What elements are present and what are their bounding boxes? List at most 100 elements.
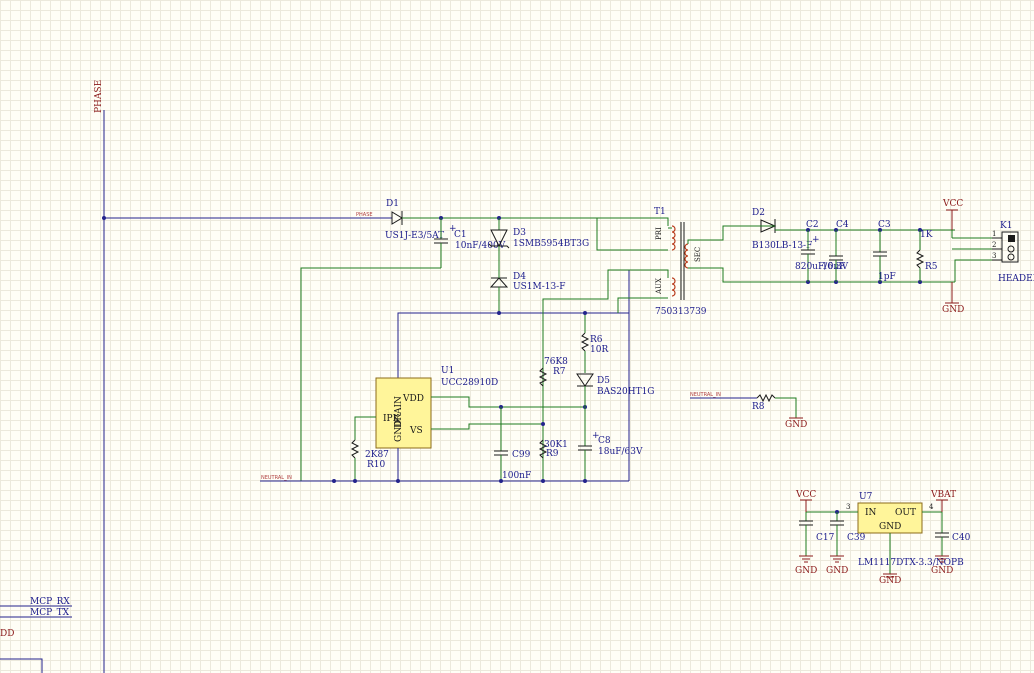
mcp-rx-net[interactable]: MCP_RX xyxy=(0,597,72,607)
u7-ref: U7 xyxy=(859,492,873,502)
u1-ref: U1 xyxy=(441,366,454,376)
u7-pin-3: 3 xyxy=(846,503,850,511)
d1-ref: D1 xyxy=(386,199,399,209)
c99-ref: C99 xyxy=(512,450,531,460)
d1-value: US1J-E3/5AT xyxy=(385,231,444,241)
gnd-power-port-5[interactable]: GND xyxy=(879,573,901,586)
neutral-in-label: NEUTRAL_IN xyxy=(690,392,721,398)
transformer-t1[interactable]: T1 PRI SEC AUX 750313739 xyxy=(596,207,707,317)
header-k1[interactable]: K1 1 2 3 HEADER xyxy=(992,221,1034,284)
t1-ref: T1 xyxy=(654,207,666,217)
resistor-r9[interactable]: 30K1 R9 xyxy=(538,439,568,459)
c4-value: 10uF xyxy=(822,262,846,272)
u1-body xyxy=(375,377,432,449)
d4-value: US1M-13-F xyxy=(513,282,565,292)
d3-ref: D3 xyxy=(513,228,526,238)
gnd-power-port-2[interactable]: GND xyxy=(785,417,807,430)
k1-value: HEADER xyxy=(998,274,1034,284)
capacitor-c40[interactable]: C40 xyxy=(935,512,971,556)
c4-ref: C4 xyxy=(836,220,849,230)
svg-text:+: + xyxy=(449,224,457,234)
svg-text:VCC: VCC xyxy=(795,490,816,500)
k1-pin-1: 1 xyxy=(992,230,996,238)
vdd-net[interactable]: DD xyxy=(0,629,43,673)
c99-value: 100nF xyxy=(502,471,531,481)
capacitor-c39[interactable]: C39 xyxy=(830,512,866,556)
c8-ref: C8 xyxy=(598,436,611,446)
u1-value: UCC28910D xyxy=(441,378,498,388)
ic-u1[interactable]: U1 UCC28910D VDD DRAIN IPK GND VS xyxy=(375,366,498,449)
gnd-power-port-3[interactable]: GND xyxy=(795,555,817,576)
phase-small-label: PHASE xyxy=(356,212,373,218)
resistor-r8[interactable]: NEUTRAL_IN R8 xyxy=(690,392,797,418)
r10-value: 2K87 xyxy=(365,450,389,460)
ic-u7[interactable]: U7 IN OUT GND 3 4 LM1117DTX-3.3/NOPB xyxy=(846,492,964,568)
r10-ref: R10 xyxy=(367,460,386,470)
r5-ref: R5 xyxy=(925,262,938,272)
vdd-label: DD xyxy=(0,629,14,639)
resistor-r5[interactable]: 1K R5 xyxy=(915,230,938,282)
diode-d4[interactable]: D4 US1M-13-F xyxy=(489,272,565,313)
u7-value: LM1117DTX-3.3/NOPB xyxy=(858,558,964,568)
phase-net-label: PHASE xyxy=(94,80,104,113)
vcc-label: VCC xyxy=(942,199,963,209)
svg-text:GND: GND xyxy=(785,420,807,430)
vcc-power-port-2[interactable]: VCC xyxy=(795,490,816,512)
u7-body xyxy=(857,502,923,534)
r8-ref: R8 xyxy=(752,402,765,412)
c3-value: 1pF xyxy=(878,272,896,282)
c1-ref: C1 xyxy=(454,230,467,240)
svg-text:+: + xyxy=(592,431,600,441)
u7-pin-4: 4 xyxy=(929,503,934,511)
d5-value: BAS20HT1G xyxy=(597,387,655,397)
diode-d1[interactable]: D1 US1J-E3/5AT xyxy=(385,199,444,241)
c2-ref: C2 xyxy=(806,220,819,230)
d2-value: B130LB-13-F xyxy=(752,241,812,251)
capacitor-c1[interactable]: + C1 10nF/400V xyxy=(434,218,506,268)
resistor-r6[interactable]: R6 10R xyxy=(580,313,608,373)
t1-sec: SEC xyxy=(694,247,702,262)
r5-value: 1K xyxy=(920,230,933,240)
u1-pin-ipk: IPK xyxy=(383,414,400,424)
c39-ref: C39 xyxy=(847,533,866,543)
c3-ref: C3 xyxy=(878,220,891,230)
diode-d5[interactable]: D5 BAS20HT1G xyxy=(576,373,655,407)
d2-ref: D2 xyxy=(752,208,765,218)
vbat-power-port[interactable]: VBAT xyxy=(930,490,956,512)
u1-pin-drain: DRAIN xyxy=(394,396,404,428)
capacitor-c17[interactable]: C17 xyxy=(799,512,835,556)
gnd-power-port-1[interactable]: GND xyxy=(942,302,964,315)
k1-pin-3: 3 xyxy=(992,252,996,260)
u1-pin-vdd: VDD xyxy=(402,394,424,404)
r6-ref: R6 xyxy=(590,335,603,345)
capacitor-c99[interactable]: C99 100nF xyxy=(494,407,531,481)
capacitor-c2[interactable]: + C2 820uF/6.3V xyxy=(795,220,849,282)
u7-pin-out: OUT xyxy=(895,508,916,518)
mcp-rx-label: MCP_RX xyxy=(30,597,70,607)
vbat-label: VBAT xyxy=(930,490,956,500)
resistor-r10[interactable]: 2K87 R10 xyxy=(350,439,389,481)
svg-text:GND: GND xyxy=(826,566,848,576)
svg-text:+: + xyxy=(812,235,820,245)
gnd-power-port-4[interactable]: GND xyxy=(826,555,848,576)
capacitor-c3[interactable]: C3 1pF xyxy=(873,220,896,282)
r9-ref: R9 xyxy=(546,449,559,459)
vcc-power-port-1[interactable]: VCC xyxy=(942,199,963,230)
svg-text:GND: GND xyxy=(931,566,953,576)
mcp-tx-net[interactable]: MCP_TX xyxy=(0,608,72,618)
svg-text:GND: GND xyxy=(879,576,901,586)
capacitor-c4[interactable]: C4 10uF xyxy=(822,220,849,282)
zener-d3[interactable]: D3 1SMB5954BT3G xyxy=(488,218,589,273)
neutral-bottom-label: NEUTRAL_IN xyxy=(261,475,292,481)
k1-pin-2: 2 xyxy=(992,241,996,249)
resistor-r7[interactable]: 76K8 R7 xyxy=(538,357,568,387)
r7-value: 76K8 xyxy=(544,357,568,367)
d5-ref: D5 xyxy=(597,376,610,386)
u7-pin-in: IN xyxy=(865,508,877,518)
t1-aux: AUX xyxy=(655,278,663,295)
gnd-power-port-6[interactable]: GND xyxy=(931,555,953,576)
t1-pri: PRI xyxy=(655,227,663,240)
capacitor-c8[interactable]: + C8 18uF/63V xyxy=(578,407,643,481)
